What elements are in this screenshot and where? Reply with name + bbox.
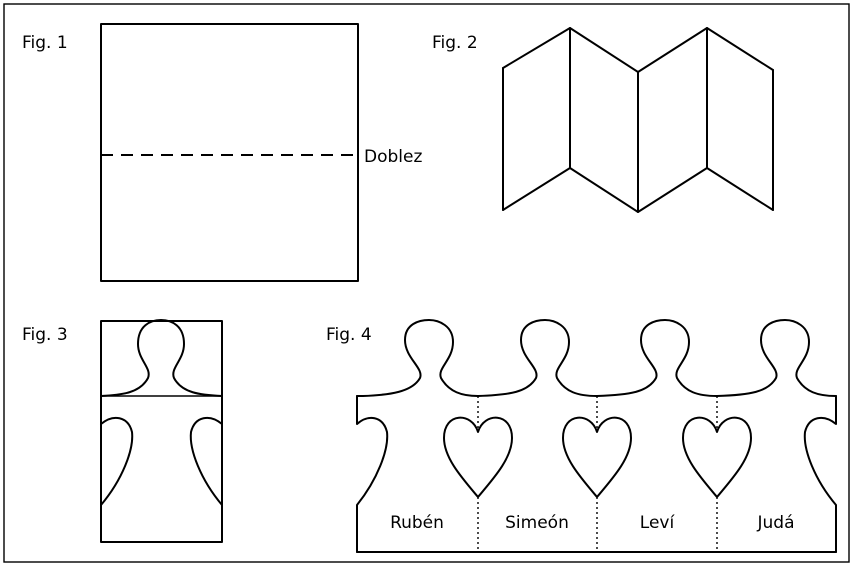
fig4-paper-doll-chain (356, 319, 837, 553)
fig2-accordion-fold (502, 27, 774, 213)
fig4-label: Fig. 4 (326, 325, 372, 345)
fig3-folded-template (100, 319, 223, 543)
fig3-label: Fig. 3 (22, 325, 68, 345)
outer-frame (3, 3, 850, 563)
doll-name-levi: Leví (640, 513, 676, 533)
fig1-label: Fig. 1 (22, 33, 68, 53)
fig1-fold-label: Doblez (364, 147, 422, 167)
fig1-square-paper (100, 23, 359, 282)
doll-name-simeon: Simeón (505, 513, 569, 533)
fig2-label: Fig. 2 (432, 33, 478, 53)
doll-name-juda: Judá (757, 513, 795, 533)
doll-name-ruben: Rubén (390, 513, 444, 533)
